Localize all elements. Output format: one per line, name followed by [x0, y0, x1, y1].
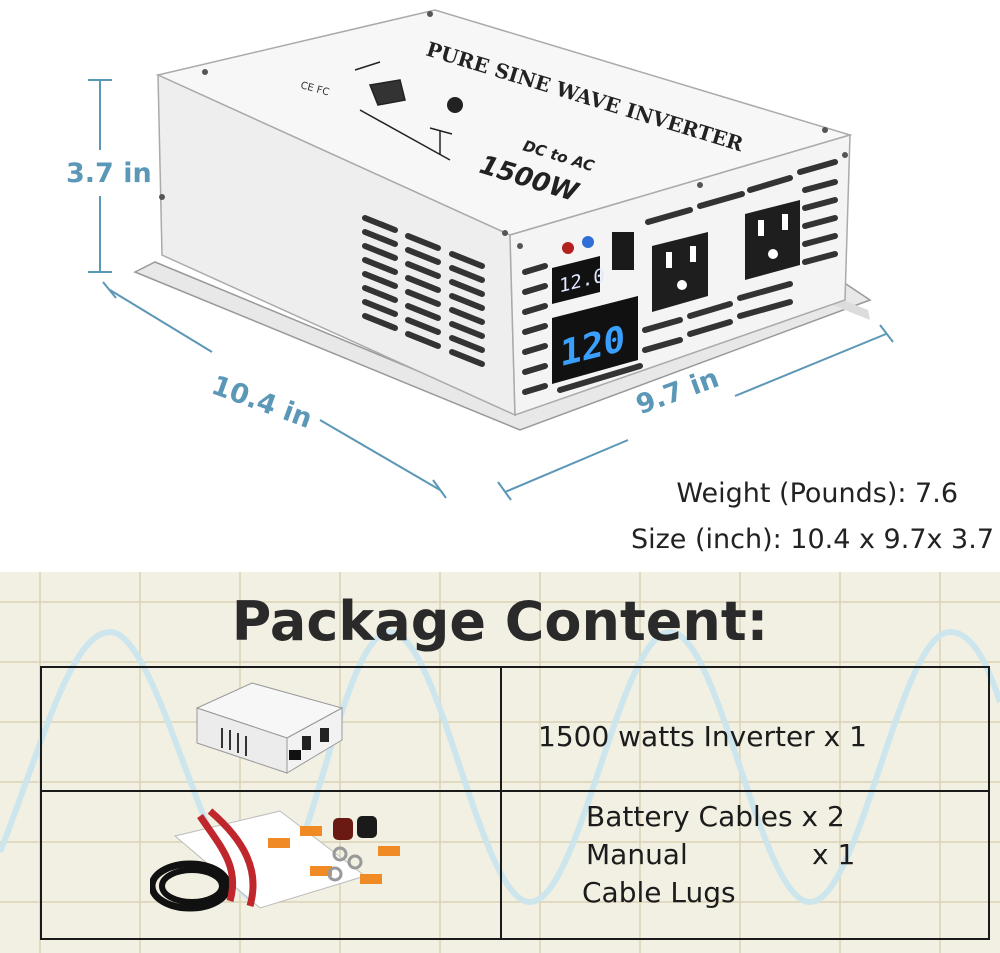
inverter-illustration: 12.0 120 PURE SINE WAVE INVERTER DC to A… [88, 9, 894, 501]
product-view: 12.0 120 PURE SINE WAVE INVERTER DC to A… [66, 9, 994, 555]
inverter-thumbnail [195, 682, 344, 774]
power-switch [612, 232, 634, 270]
manual-item: Manual [586, 838, 688, 871]
dc-display [552, 256, 600, 304]
package-table: 1500 watts Inverter x 1 Battery Cables x… [40, 666, 990, 940]
sine-wave [0, 628, 1000, 906]
battery-cables-item: Battery Cables x 2 [586, 800, 845, 833]
side-vents [362, 215, 485, 367]
dimension-lines [88, 79, 894, 501]
inverter-item: 1500 watts Inverter x 1 [538, 720, 867, 753]
weight-spec: Weight (Pounds): 7.6 [676, 478, 958, 509]
height-dimension-label: 3.7 in [66, 158, 152, 189]
led-red [562, 242, 574, 254]
ac-display [552, 296, 638, 384]
manual-quantity: x 1 [812, 838, 856, 871]
outlet-left [652, 232, 708, 312]
outlet-right [745, 200, 800, 280]
accessories-thumbnail [150, 808, 400, 912]
front-vents [522, 159, 838, 395]
led-blue [582, 236, 594, 248]
cable-lugs-item: Cable Lugs [582, 876, 736, 909]
package-content-section: Package Content: [0, 572, 1000, 953]
package-title: Package Content: [231, 590, 769, 653]
solar-panel-icon [354, 61, 453, 161]
size-spec: Size (inch): 10.4 x 9.7x 3.7 [630, 524, 994, 555]
sun-icon [447, 97, 463, 113]
oscilloscope-background [0, 572, 1000, 953]
